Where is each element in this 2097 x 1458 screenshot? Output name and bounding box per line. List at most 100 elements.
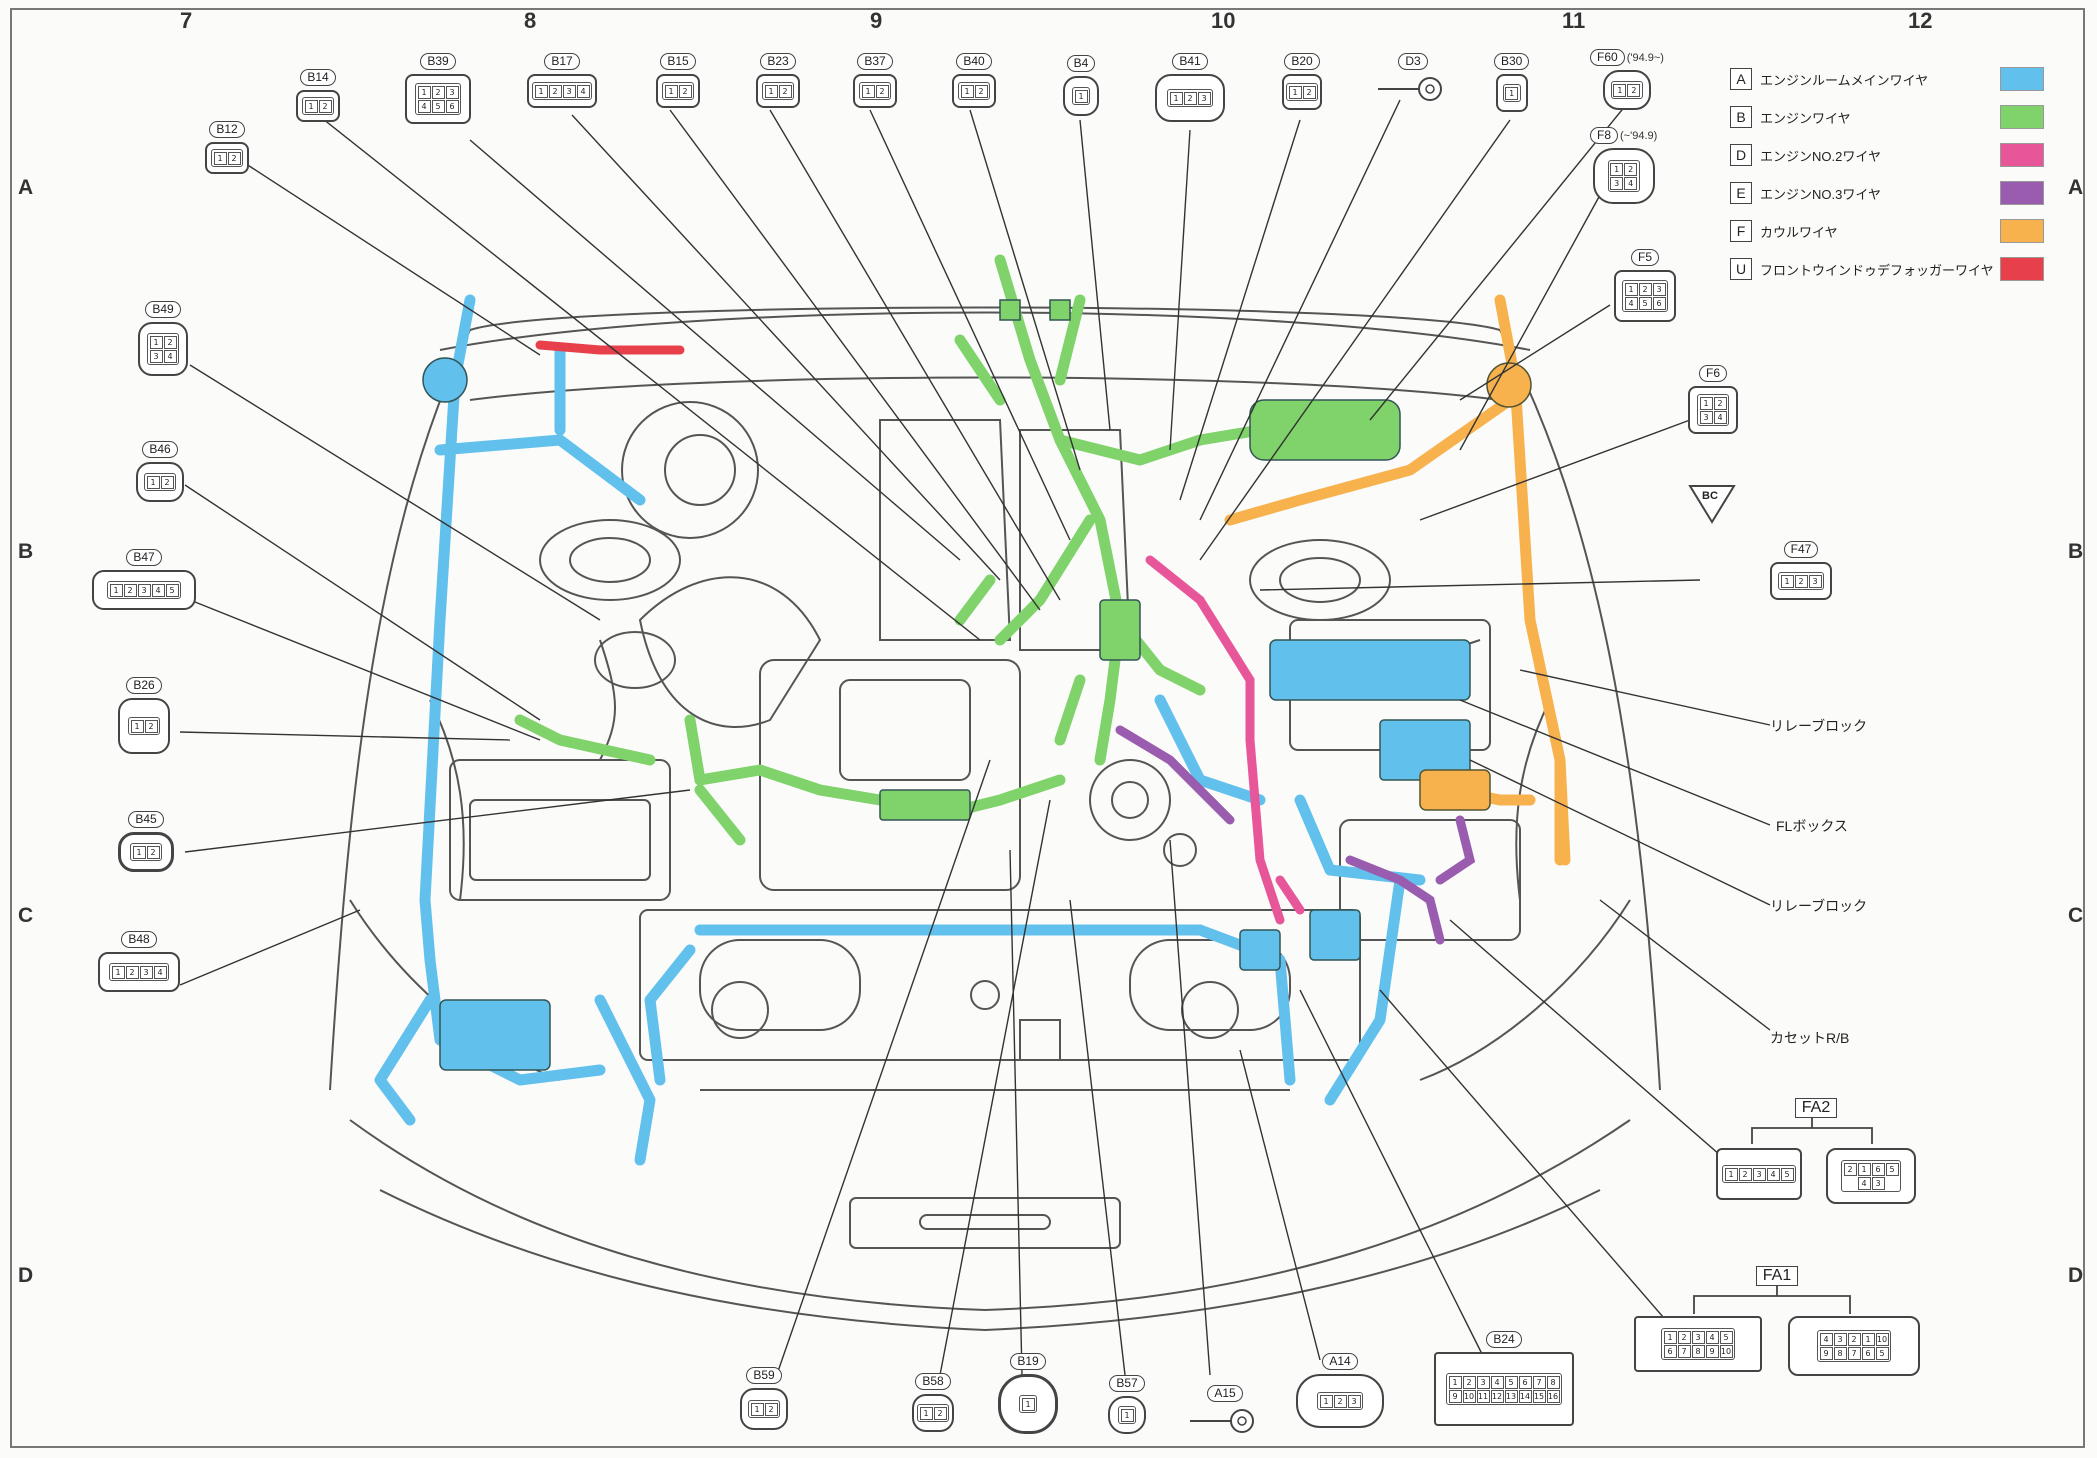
connector-b49-tag: B49: [145, 301, 181, 318]
pin: 1: [1319, 1394, 1333, 1408]
pin: 8: [1833, 1346, 1847, 1360]
pin: 2: [227, 151, 241, 165]
pin: 1: [1505, 86, 1519, 100]
pin: 1: [304, 99, 318, 113]
pin: 2: [778, 84, 792, 98]
row-d-right: D: [2068, 1264, 2084, 1287]
pin: 2: [1302, 85, 1316, 99]
pin: 4: [1713, 410, 1727, 424]
connector-b17-tag: B17: [544, 53, 580, 70]
pin: 2: [123, 583, 137, 597]
pin: 3: [1610, 176, 1624, 190]
pin: 5: [1504, 1375, 1518, 1389]
pin: 1: [213, 151, 227, 165]
connector-b23-tag: B23: [760, 53, 796, 70]
pin: 3: [1691, 1330, 1705, 1344]
pin: 8: [1691, 1344, 1705, 1358]
pin: 1: [750, 1402, 764, 1416]
pin: 10: [1719, 1344, 1733, 1358]
pin: 4: [1766, 1167, 1780, 1181]
connector-b12-tag: B12: [209, 121, 245, 138]
legend-code: A: [1730, 68, 1752, 90]
connector-f60-note: ('94.9~): [1626, 52, 1664, 64]
pin: 7: [1532, 1375, 1546, 1389]
pin: 1: [111, 965, 125, 979]
connector-a14-tag: A14: [1322, 1353, 1358, 1370]
fa2-tag: FA2: [1794, 1098, 1838, 1118]
row-b-left: B: [18, 540, 34, 563]
legend-row: D エンジンNO.2ワイヤ: [1730, 136, 2044, 174]
pin: 1: [1448, 1375, 1462, 1389]
connector-b48-tag: B48: [121, 931, 157, 948]
pin: 2: [163, 335, 177, 349]
pin: 1: [919, 1406, 933, 1420]
connector-b57-body: 1: [1108, 1396, 1146, 1434]
pin: 5: [1719, 1330, 1733, 1344]
pin: 2: [1794, 574, 1808, 588]
connector-b40-tag: B40: [956, 53, 992, 70]
connector-b45-tag: B45: [128, 811, 164, 828]
pin: 9: [1448, 1389, 1462, 1403]
legend-code: B: [1730, 106, 1752, 128]
connector-a15-tag: A15: [1207, 1385, 1243, 1402]
pin: 9: [1705, 1344, 1719, 1358]
pin: 2: [1624, 162, 1638, 176]
column-12: 12: [1908, 8, 1933, 33]
pin: 5: [1875, 1346, 1889, 1360]
connector-b30: B30 1: [1494, 52, 1530, 112]
legend-name: エンジンワイヤ: [1760, 110, 1851, 126]
pin: 1: [130, 719, 144, 733]
legend-swatch: [2000, 105, 2044, 129]
row-d-left: D: [18, 1264, 34, 1287]
legend-swatch: [2000, 219, 2044, 243]
connector-b39-tag: B39: [420, 53, 456, 70]
pin: 1: [534, 84, 548, 98]
legend-swatch: [2000, 67, 2044, 91]
pin: 2: [1333, 1394, 1347, 1408]
connector-b57: B57 1: [1108, 1374, 1146, 1434]
pin: 4: [1819, 1332, 1833, 1346]
legend-name: エンジンルームメインワイヤ: [1760, 72, 1929, 88]
row-a-left: A: [18, 176, 34, 199]
pin: 3: [1808, 574, 1822, 588]
legend-swatch: [2000, 181, 2044, 205]
pin: 2: [974, 84, 988, 98]
pin: 5: [165, 583, 179, 597]
pin: 4: [1624, 296, 1638, 310]
pin: 1: [1613, 83, 1627, 97]
connector-b57-tag: B57: [1109, 1375, 1145, 1392]
legend-row: A エンジンルームメインワイヤ: [1730, 60, 2044, 98]
pin: 4: [576, 84, 590, 98]
pin: 10: [1462, 1389, 1476, 1403]
pin: 14: [1518, 1389, 1532, 1403]
row-a-right: A: [2068, 176, 2084, 199]
legend-code: E: [1730, 182, 1752, 204]
pin: 1: [1724, 1167, 1738, 1181]
connector-b4-body: 1: [1063, 76, 1099, 116]
pin: 15: [1532, 1389, 1546, 1403]
